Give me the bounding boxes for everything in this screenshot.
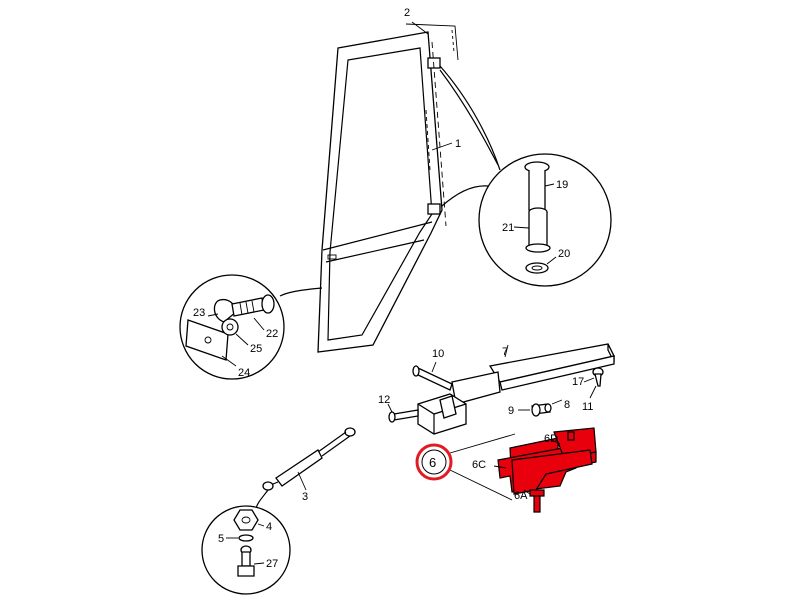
hinge-detail: 19 21 20 — [478, 153, 612, 287]
pin-8[interactable]: 9 8 — [508, 399, 570, 417]
latch-assembly-highlighted[interactable] — [497, 427, 597, 513]
label-1: 1 — [455, 138, 461, 150]
label-3: 3 — [302, 491, 308, 503]
label-9: 9 — [508, 405, 514, 417]
strut-leader — [255, 489, 269, 509]
label-19: 19 — [556, 179, 568, 191]
label-6c: 6C — [472, 459, 486, 471]
hinge-leader-lower — [441, 185, 489, 207]
callout-6-leader-lower — [449, 469, 513, 501]
label-25: 25 — [250, 343, 262, 355]
label-6: 6 — [429, 455, 436, 470]
bolt-leader — [279, 287, 323, 297]
label-12: 12 — [378, 394, 390, 406]
hinge-leader-upper-2 — [439, 69, 499, 166]
label-24: 24 — [238, 367, 250, 379]
screw-11[interactable]: 11 17 — [572, 367, 604, 413]
label-8: 8 — [564, 399, 570, 411]
gas-strut[interactable]: 3 — [262, 427, 356, 503]
handle-bar[interactable]: 7 — [451, 343, 615, 405]
label-5: 5 — [218, 533, 224, 545]
label-7: 7 — [502, 346, 508, 358]
clamp-detail: 23 22 25 24 — [179, 274, 285, 380]
label-17: 17 — [572, 376, 584, 388]
label-10: 10 — [432, 348, 444, 360]
label-20: 20 — [558, 248, 570, 260]
label-22: 22 — [266, 328, 278, 340]
label-6d: 6D — [544, 433, 558, 445]
label-6a: 6A — [514, 490, 528, 502]
label-11: 11 — [582, 401, 593, 413]
label-21: 21 — [502, 222, 514, 234]
door-frame[interactable] — [317, 31, 447, 353]
bolt-10[interactable]: 10 — [412, 348, 453, 391]
callout-6-selected[interactable]: 6 — [415, 443, 453, 481]
latch-bracket[interactable] — [417, 393, 467, 435]
label-27: 27 — [266, 558, 278, 570]
hinge-leader-upper — [439, 65, 501, 171]
label-23: 23 — [193, 307, 205, 319]
label-4: 4 — [266, 521, 272, 533]
label-2: 2 — [404, 7, 410, 19]
bolt-12[interactable]: 12 — [378, 394, 419, 423]
door-glass-callout: 2 — [404, 7, 459, 61]
callout-6-leader-upper — [449, 433, 516, 454]
strut-end-detail: 4 5 27 — [201, 505, 291, 595]
